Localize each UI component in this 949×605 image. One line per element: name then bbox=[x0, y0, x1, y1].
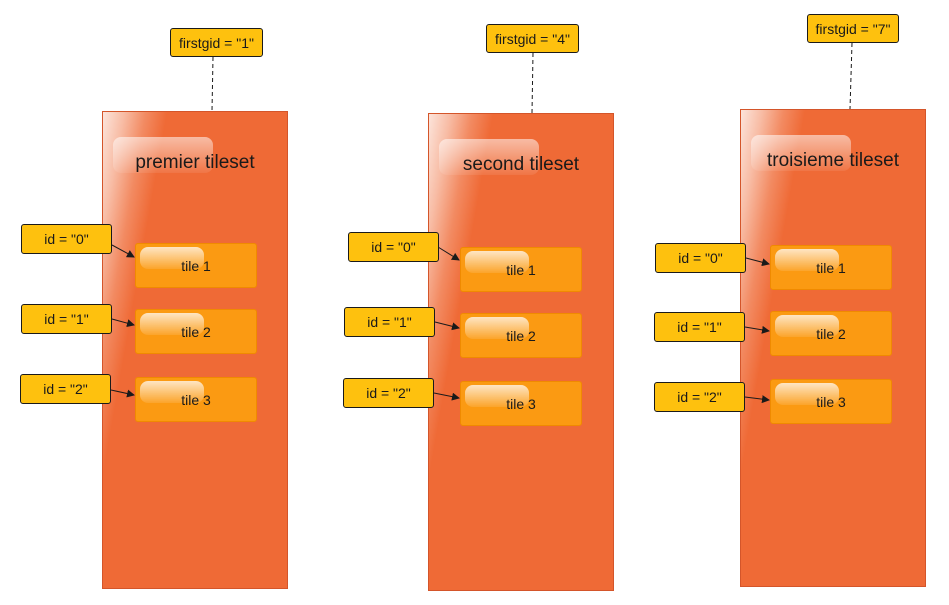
id-arrow bbox=[111, 318, 135, 328]
tile-gloss bbox=[465, 317, 529, 339]
id-note: id = "1" bbox=[21, 304, 112, 334]
firstgid-connector bbox=[531, 52, 534, 114]
tile-box: tile 1 bbox=[770, 245, 892, 290]
tile-label: tile 1 bbox=[181, 257, 211, 274]
tileset-title: troisieme tileset bbox=[767, 150, 899, 171]
tile-label: tile 2 bbox=[181, 323, 211, 340]
id-note: id = "0" bbox=[655, 243, 746, 273]
firstgid-connector bbox=[849, 42, 853, 110]
id-arrow bbox=[744, 395, 770, 404]
id-note: id = "0" bbox=[348, 232, 439, 262]
id-arrow bbox=[110, 389, 135, 398]
tileset-title: second tileset bbox=[462, 154, 580, 175]
tile-gloss bbox=[465, 385, 529, 407]
tileset-title: premier tileset bbox=[135, 152, 255, 173]
tile-gloss bbox=[140, 247, 204, 269]
tile-gloss bbox=[775, 315, 839, 337]
title-gloss bbox=[439, 139, 539, 175]
tile-box: tile 2 bbox=[135, 309, 257, 354]
tile-label: tile 2 bbox=[506, 327, 536, 344]
firstgid-connector bbox=[211, 56, 214, 112]
tile-label: tile 3 bbox=[181, 391, 211, 408]
firstgid-note: firstgid = "4" bbox=[486, 24, 579, 53]
id-arrow bbox=[437, 246, 460, 261]
tile-label: tile 3 bbox=[506, 395, 536, 412]
id-note: id = "0" bbox=[21, 224, 112, 254]
tile-label: tile 3 bbox=[816, 393, 846, 410]
firstgid-note: firstgid = "7" bbox=[807, 14, 899, 43]
id-arrow bbox=[434, 321, 460, 331]
id-arrow bbox=[745, 257, 770, 267]
tile-label: tile 1 bbox=[506, 261, 536, 278]
id-note: id = "2" bbox=[654, 382, 745, 412]
tile-gloss bbox=[775, 383, 839, 405]
title-gloss bbox=[751, 135, 851, 171]
tile-label: tile 2 bbox=[816, 325, 846, 342]
tile-gloss bbox=[140, 313, 204, 335]
tile-box: tile 3 bbox=[770, 379, 892, 424]
id-arrow bbox=[111, 244, 135, 258]
tile-box: tile 2 bbox=[770, 311, 892, 356]
tile-gloss bbox=[140, 381, 204, 403]
id-note: id = "2" bbox=[343, 378, 434, 408]
tile-box: tile 1 bbox=[460, 247, 582, 292]
tile-gloss bbox=[465, 251, 529, 273]
tile-box: tile 2 bbox=[460, 313, 582, 358]
id-note: id = "1" bbox=[344, 307, 435, 337]
tile-box: tile 3 bbox=[460, 381, 582, 426]
id-arrow bbox=[744, 325, 770, 334]
id-note: id = "2" bbox=[20, 374, 111, 404]
tile-box: tile 1 bbox=[135, 243, 257, 288]
tile-label: tile 1 bbox=[816, 259, 846, 276]
tile-gloss bbox=[775, 249, 839, 271]
id-arrow bbox=[433, 392, 460, 401]
firstgid-note: firstgid = "1" bbox=[170, 28, 263, 57]
title-gloss bbox=[113, 137, 213, 173]
tile-box: tile 3 bbox=[135, 377, 257, 422]
id-note: id = "1" bbox=[654, 312, 745, 342]
